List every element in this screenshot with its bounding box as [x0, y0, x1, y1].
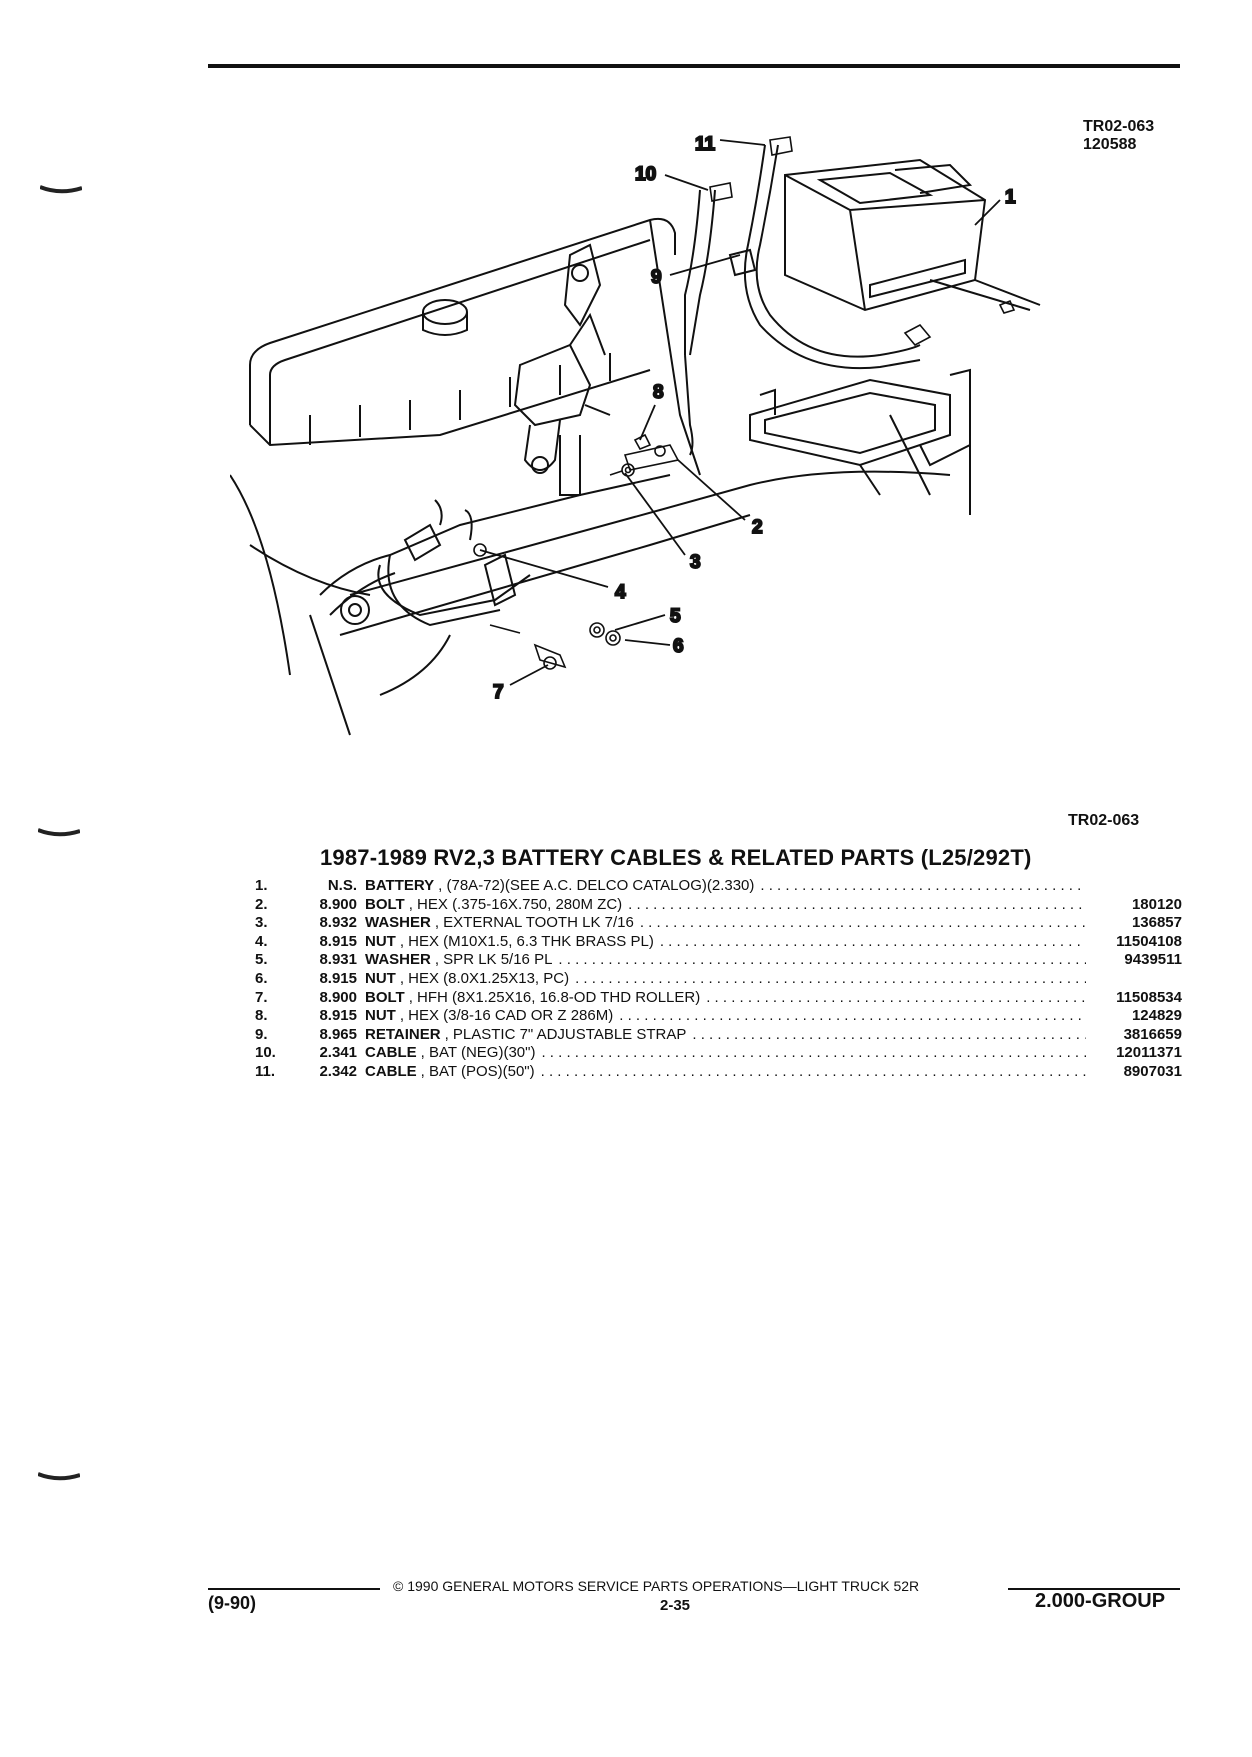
engine-valve-cover: [230, 217, 701, 676]
leader-lines: [479, 139, 1001, 686]
footer-rule-left: [208, 1588, 380, 1590]
binder-mark: [38, 1472, 80, 1481]
callout-3: 3: [690, 552, 701, 573]
frame-rail: [309, 470, 951, 736]
callout-8: 8: [653, 382, 664, 403]
distributor: [513, 312, 611, 474]
section-title: 1987-1989 RV2,3 BATTERY CABLES & RELATED…: [320, 845, 1032, 870]
top-rule: [208, 64, 1180, 68]
ref-code: TR02-063: [1083, 118, 1155, 135]
date-code: (9-90): [208, 1593, 257, 1613]
ref-block: TR02-063 120588: [1083, 118, 1154, 154]
callout-1: 1: [1005, 187, 1016, 208]
ref-date: 120588: [1083, 136, 1137, 153]
battery: [784, 158, 1041, 312]
group-label: 2.000-GROUP: [1035, 1590, 1166, 1612]
negative-cable: [684, 189, 716, 456]
positive-cable: [728, 144, 921, 370]
battery-cable-diagram: 1 2 3 4 5 6 7 8 9 10 11: [230, 133, 1041, 736]
fasteners: [473, 136, 1016, 670]
parts-row: 1.N.S.BATTERY, (78A-72)(SEE A.C. DELCO C…: [255, 877, 1182, 896]
callout-10: 10: [635, 164, 656, 185]
callout-9: 9: [651, 267, 662, 288]
bracket: [559, 243, 602, 496]
callout-4: 4: [615, 582, 626, 603]
callout-11: 11: [695, 134, 716, 155]
diagram-caption: TR02-063: [1068, 812, 1140, 829]
callout-6: 6: [673, 636, 684, 657]
battery-tray: [749, 368, 971, 515]
callout-7: 7: [493, 682, 504, 703]
copyright: © 1990 GENERAL MOTORS SERVICE PARTS OPER…: [393, 1578, 920, 1594]
binder-mark: [38, 828, 80, 837]
footer-rule-right: [1008, 1588, 1180, 1590]
binder-mark: [40, 185, 82, 194]
callout-2: 2: [752, 517, 763, 538]
callout-5: 5: [670, 606, 681, 627]
page-number: 2-35: [660, 1597, 691, 1614]
parts-list: 1.N.S.BATTERY, (78A-72)(SEE A.C. DELCO C…: [255, 877, 1182, 1082]
